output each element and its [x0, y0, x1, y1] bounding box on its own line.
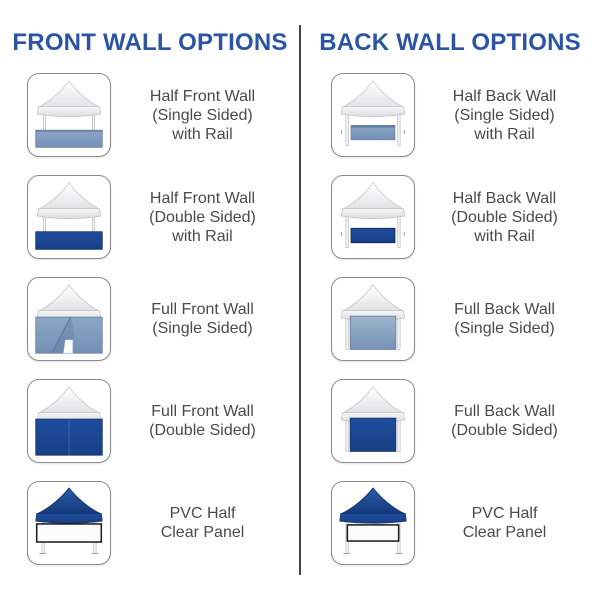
option-label: Half Front Wall (Double Sided) with Rail [149, 189, 256, 245]
front-wall-options-column: FRONT WALL OPTIONS Half Front Wall (Sing… [0, 0, 300, 574]
back-wall-options-column: BACK WALL OPTIONS Half Back Wall (Single [300, 0, 600, 574]
list-item: Full Front Wall (Single Sided) [0, 268, 300, 370]
tent-full-front-wall-single-icon [35, 284, 103, 354]
list-item: Full Front Wall (Double Sided) [0, 370, 300, 472]
tent-thumbnail [331, 481, 415, 565]
front-wall-options-title: FRONT WALL OPTIONS [12, 29, 288, 56]
option-label: PVC Half Clear Panel [160, 505, 245, 541]
tent-half-back-wall-double-icon [340, 182, 406, 248]
tent-thumbnail [27, 481, 111, 565]
option-label: Half Front Wall (Single Sided) with Rail [149, 87, 256, 143]
list-item: Full Back Wall (Double Sided) [300, 370, 600, 472]
tent-thumbnail [331, 73, 415, 157]
list-item: Half Front Wall (Double Sided) with Rail [0, 166, 300, 268]
tent-half-front-wall-single-icon [35, 80, 103, 148]
tent-full-front-wall-double-icon [35, 386, 103, 456]
tent-full-back-wall-single-icon [340, 284, 406, 350]
tent-pvc-half-clear-panel-icon [339, 487, 407, 554]
tent-thumbnail [331, 175, 415, 259]
option-label: Full Back Wall (Double Sided) [451, 403, 558, 439]
column-divider [299, 25, 301, 575]
option-label: Half Back Wall (Double Sided) with Rail [451, 189, 558, 245]
option-label: PVC Half Clear Panel [462, 505, 547, 541]
tent-thumbnail [27, 379, 111, 463]
tent-thumbnail [27, 277, 111, 361]
back-wall-options-title: BACK WALL OPTIONS [319, 29, 581, 56]
option-label: Full Back Wall (Single Sided) [454, 301, 555, 337]
tent-full-back-wall-double-icon [340, 386, 406, 452]
tent-thumbnail [331, 379, 415, 463]
tent-thumbnail [27, 175, 111, 259]
tent-thumbnail [331, 277, 415, 361]
tent-thumbnail [27, 73, 111, 157]
list-item: Half Front Wall (Single Sided) with Rail [0, 64, 300, 166]
list-item: Full Back Wall (Single Sided) [300, 268, 600, 370]
list-item: PVC Half Clear Panel [300, 472, 600, 574]
list-item: Half Back Wall (Double Sided) with Rail [300, 166, 600, 268]
list-item: Half Back Wall (Single Sided) with Rail [300, 64, 600, 166]
tent-half-front-wall-double-icon [35, 182, 103, 250]
option-label: Full Front Wall (Single Sided) [151, 301, 254, 337]
option-label: Half Back Wall (Single Sided) with Rail [452, 87, 557, 143]
list-item: PVC Half Clear Panel [0, 472, 300, 574]
tent-pvc-half-clear-panel-icon [35, 487, 103, 554]
option-label: Full Front Wall (Double Sided) [149, 403, 256, 439]
tent-half-back-wall-single-icon [340, 80, 406, 146]
